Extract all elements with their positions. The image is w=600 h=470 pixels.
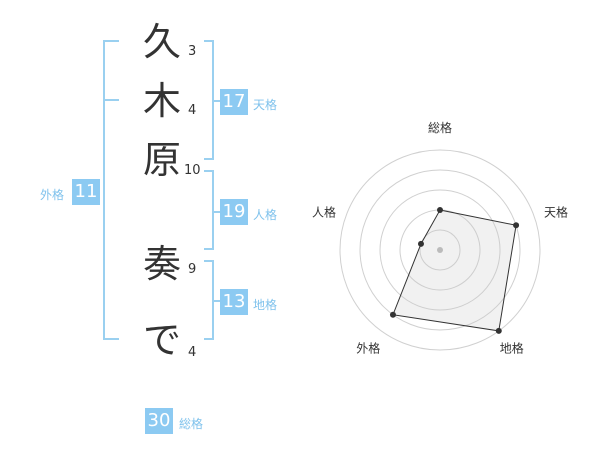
radar-area: [392, 209, 517, 332]
radar-center: [437, 247, 443, 253]
radar-point: [389, 311, 396, 318]
gaikaku-value: 11: [72, 179, 100, 205]
name-char-3: 原: [142, 138, 181, 182]
radar-axis-label: 外格: [356, 341, 380, 356]
radar-point: [437, 207, 443, 213]
radar-axis-label: 地格: [500, 341, 524, 356]
radar-grid-ring: [419, 229, 461, 271]
tenkaku-label: 天格: [253, 98, 278, 112]
stroke-count-2: 4: [188, 103, 197, 118]
stroke-count-3: 10: [184, 163, 201, 178]
name-char-5: で: [142, 318, 181, 362]
jinkaku-label: 人格: [253, 208, 278, 222]
radar-axis-label: 総格: [428, 120, 452, 135]
radar-grid-ring: [359, 169, 521, 331]
name-char-2: 木: [142, 79, 181, 123]
radar-axis-label: 人格: [312, 204, 336, 219]
radar-grid-ring: [379, 189, 501, 311]
radar-point: [495, 327, 502, 334]
radar-grid-ring: [339, 149, 541, 351]
radar-axis-label: 天格: [544, 204, 568, 219]
gaikaku-label: 外格: [40, 188, 65, 202]
stroke-count-5: 4: [188, 345, 197, 360]
radar-point: [417, 240, 424, 247]
stroke-count-4: 9: [188, 262, 197, 277]
chikaku-value: 13: [220, 289, 248, 315]
jinkaku-value: 19: [220, 199, 248, 225]
sokaku-label: 総格: [179, 417, 204, 431]
stroke-count-1: 3: [188, 44, 197, 59]
name-char-1: 久: [142, 20, 181, 64]
sokaku-value: 30: [145, 408, 173, 434]
tenkaku-value: 17: [220, 89, 248, 115]
radar-point: [513, 222, 520, 229]
chikaku-label: 地格: [253, 298, 278, 312]
name-char-4: 奏: [142, 242, 181, 286]
